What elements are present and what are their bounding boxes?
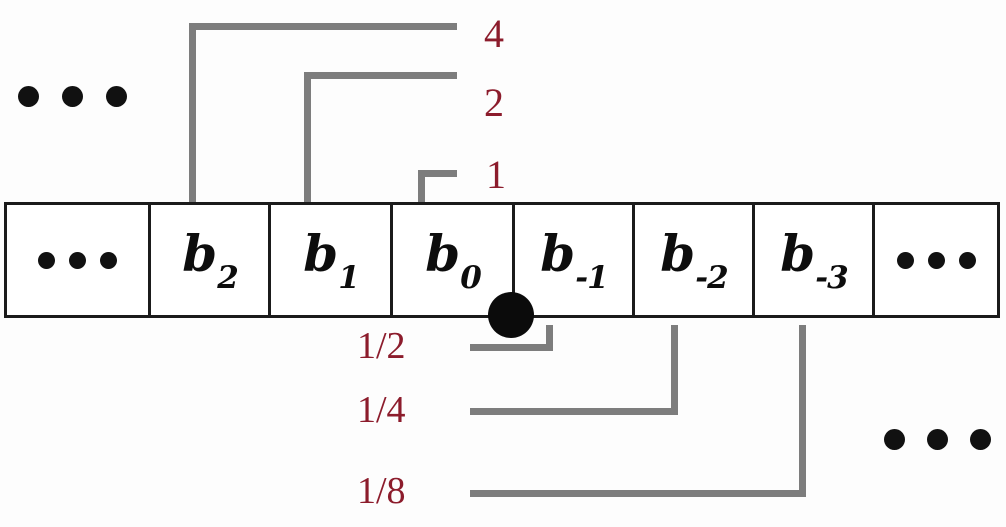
ellipsis-dot xyxy=(100,251,117,269)
cell-b1[interactable]: b1 xyxy=(271,205,393,315)
cell-b0[interactable]: b0 xyxy=(393,205,515,315)
connector-b-minus-3-horizontal xyxy=(470,490,806,497)
bit-label-b2: b2 xyxy=(182,223,239,296)
weight-label-4: 4 xyxy=(484,11,504,56)
bit-label-b-minus-2: b-2 xyxy=(660,223,728,296)
weight-label-2: 2 xyxy=(484,80,504,125)
ellipsis-dot xyxy=(927,429,948,450)
bit-label-b-minus-1: b-1 xyxy=(540,223,608,296)
bit-label-b-minus-3: b-3 xyxy=(780,223,848,296)
connector-b2-vertical xyxy=(189,23,196,203)
ellipsis-dot xyxy=(927,251,945,269)
connector-b-minus-2-vertical xyxy=(671,325,678,408)
connector-b-minus-1-horizontal xyxy=(470,344,553,351)
ellipsis-dot xyxy=(18,86,39,107)
ellipsis-dot xyxy=(106,86,127,107)
bottom-right-ellipsis-icon xyxy=(884,429,991,450)
cell-b-minus-1[interactable]: b-1 xyxy=(515,205,635,315)
ellipsis-dot xyxy=(38,251,55,269)
ellipsis-dot xyxy=(62,86,83,107)
weight-label-1: 1 xyxy=(486,152,506,197)
ellipsis-dot xyxy=(970,429,991,450)
cell-b-minus-3[interactable]: b-3 xyxy=(755,205,875,315)
connector-b1-horizontal xyxy=(304,72,457,79)
ellipsis-dot xyxy=(884,429,905,450)
ellipsis-dot xyxy=(69,251,86,269)
cell-right-ellipsis[interactable] xyxy=(875,205,997,315)
cell-b-minus-2[interactable]: b-2 xyxy=(635,205,755,315)
right-ellipsis-icon xyxy=(896,251,976,269)
ellipsis-dot xyxy=(958,251,976,269)
connector-b0-horizontal xyxy=(418,170,457,177)
binary-point-marker xyxy=(488,292,534,338)
top-left-ellipsis-icon xyxy=(18,86,127,107)
connector-b-minus-3-vertical xyxy=(799,325,806,490)
connector-b2-horizontal xyxy=(189,23,457,30)
left-ellipsis-icon xyxy=(38,251,117,269)
weight-label-one-half: 1/2 xyxy=(357,325,406,367)
ellipsis-dot xyxy=(896,251,914,269)
bit-label-b0: b0 xyxy=(425,223,482,296)
weight-label-one-fourth: 1/4 xyxy=(357,389,406,431)
cell-left-ellipsis[interactable] xyxy=(7,205,151,315)
connector-b0-vertical xyxy=(418,170,425,203)
connector-b-minus-1-vertical xyxy=(546,325,553,351)
connector-b1-vertical xyxy=(304,72,311,203)
cell-b2[interactable]: b2 xyxy=(151,205,271,315)
bit-label-b1: b1 xyxy=(303,223,360,296)
connector-b-minus-2-horizontal xyxy=(470,408,678,415)
weight-label-one-eighth: 1/8 xyxy=(357,470,406,512)
